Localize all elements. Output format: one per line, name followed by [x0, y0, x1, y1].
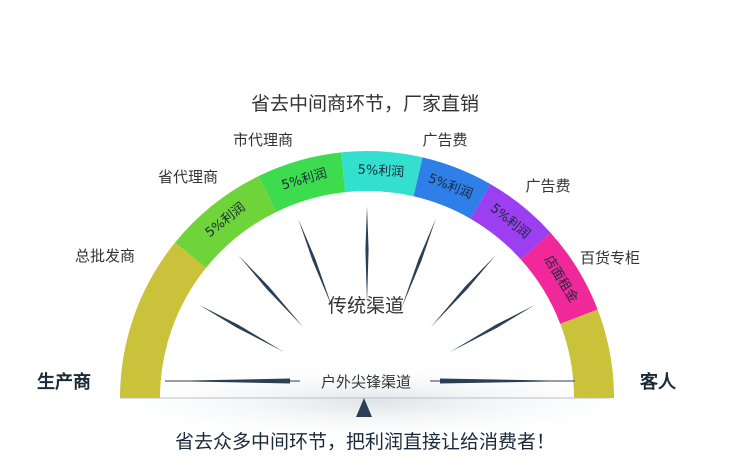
outer-labels: 总批发商省代理商市代理商广告费广告费百货专柜: [75, 131, 640, 267]
bottom-text: 省去众多中间环节，把利润直接让给消费者！: [175, 431, 555, 453]
arc-segment-5: [413, 157, 491, 219]
center-ray-6: [430, 255, 496, 328]
center-ray-3: [298, 218, 333, 310]
arc-segment-6: [470, 184, 551, 260]
arc-segment-2: [175, 175, 277, 268]
center-ray-7: [450, 304, 535, 352]
outer-label-6: 百货专柜: [580, 249, 640, 267]
headline: 省去中间商环节，厂家直销: [251, 93, 479, 115]
center-label: 传统渠道: [328, 295, 404, 317]
fulcrum-triangle: [356, 398, 372, 417]
arc-segment-8: [560, 309, 614, 398]
arc-segment-7: [520, 232, 598, 324]
outer-label-5: 广告费: [525, 177, 570, 195]
outer-label-2: 省代理商: [158, 168, 218, 186]
right-end-label: 客人: [640, 371, 677, 393]
outer-label-4: 广告费: [422, 131, 467, 149]
center-ray-4: [365, 206, 369, 303]
center-ray-5: [401, 218, 436, 310]
left-end-label: 生产商: [37, 371, 91, 393]
arc-segment-4: [341, 150, 423, 197]
bar-arrow: [165, 378, 575, 384]
arc-segment-1: [120, 242, 207, 398]
center-rays: [199, 206, 535, 352]
outer-label-1: 总批发商: [75, 247, 135, 265]
outer-label-3: 市代理商: [233, 131, 293, 149]
bar-label: 户外尖锋渠道: [321, 373, 411, 391]
arc-segment-label-4: 5%利润: [357, 163, 404, 181]
center-ray-2: [238, 255, 304, 328]
center-ray-1: [199, 304, 284, 352]
arc-segments: [120, 150, 614, 398]
arc-segment-3: [258, 152, 346, 212]
